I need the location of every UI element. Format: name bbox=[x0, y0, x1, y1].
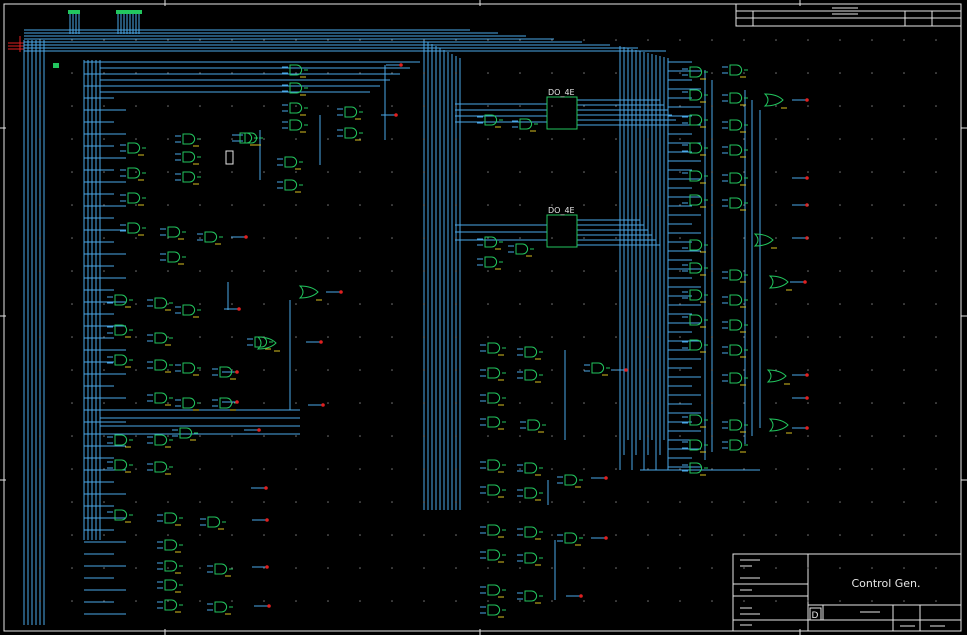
gate-array bbox=[114, 64, 792, 618]
input-connectors bbox=[8, 10, 142, 68]
decoder-lower-label: DO_4E bbox=[548, 206, 575, 215]
schematic-title: Control Gen. bbox=[851, 577, 920, 590]
revision-block bbox=[735, 3, 962, 27]
wire-network bbox=[23, 14, 806, 625]
decoder-lower: DO_4E bbox=[546, 206, 578, 248]
small-frame-marker bbox=[225, 150, 234, 165]
grid-dots bbox=[39, 39, 937, 602]
sheet-size: D bbox=[812, 611, 819, 621]
decoder-upper: DO_4E bbox=[546, 88, 578, 130]
decoder-upper-label: DO_4E bbox=[548, 88, 575, 97]
title-block: Control Gen. D bbox=[732, 553, 962, 632]
output-terminals bbox=[235, 63, 809, 608]
